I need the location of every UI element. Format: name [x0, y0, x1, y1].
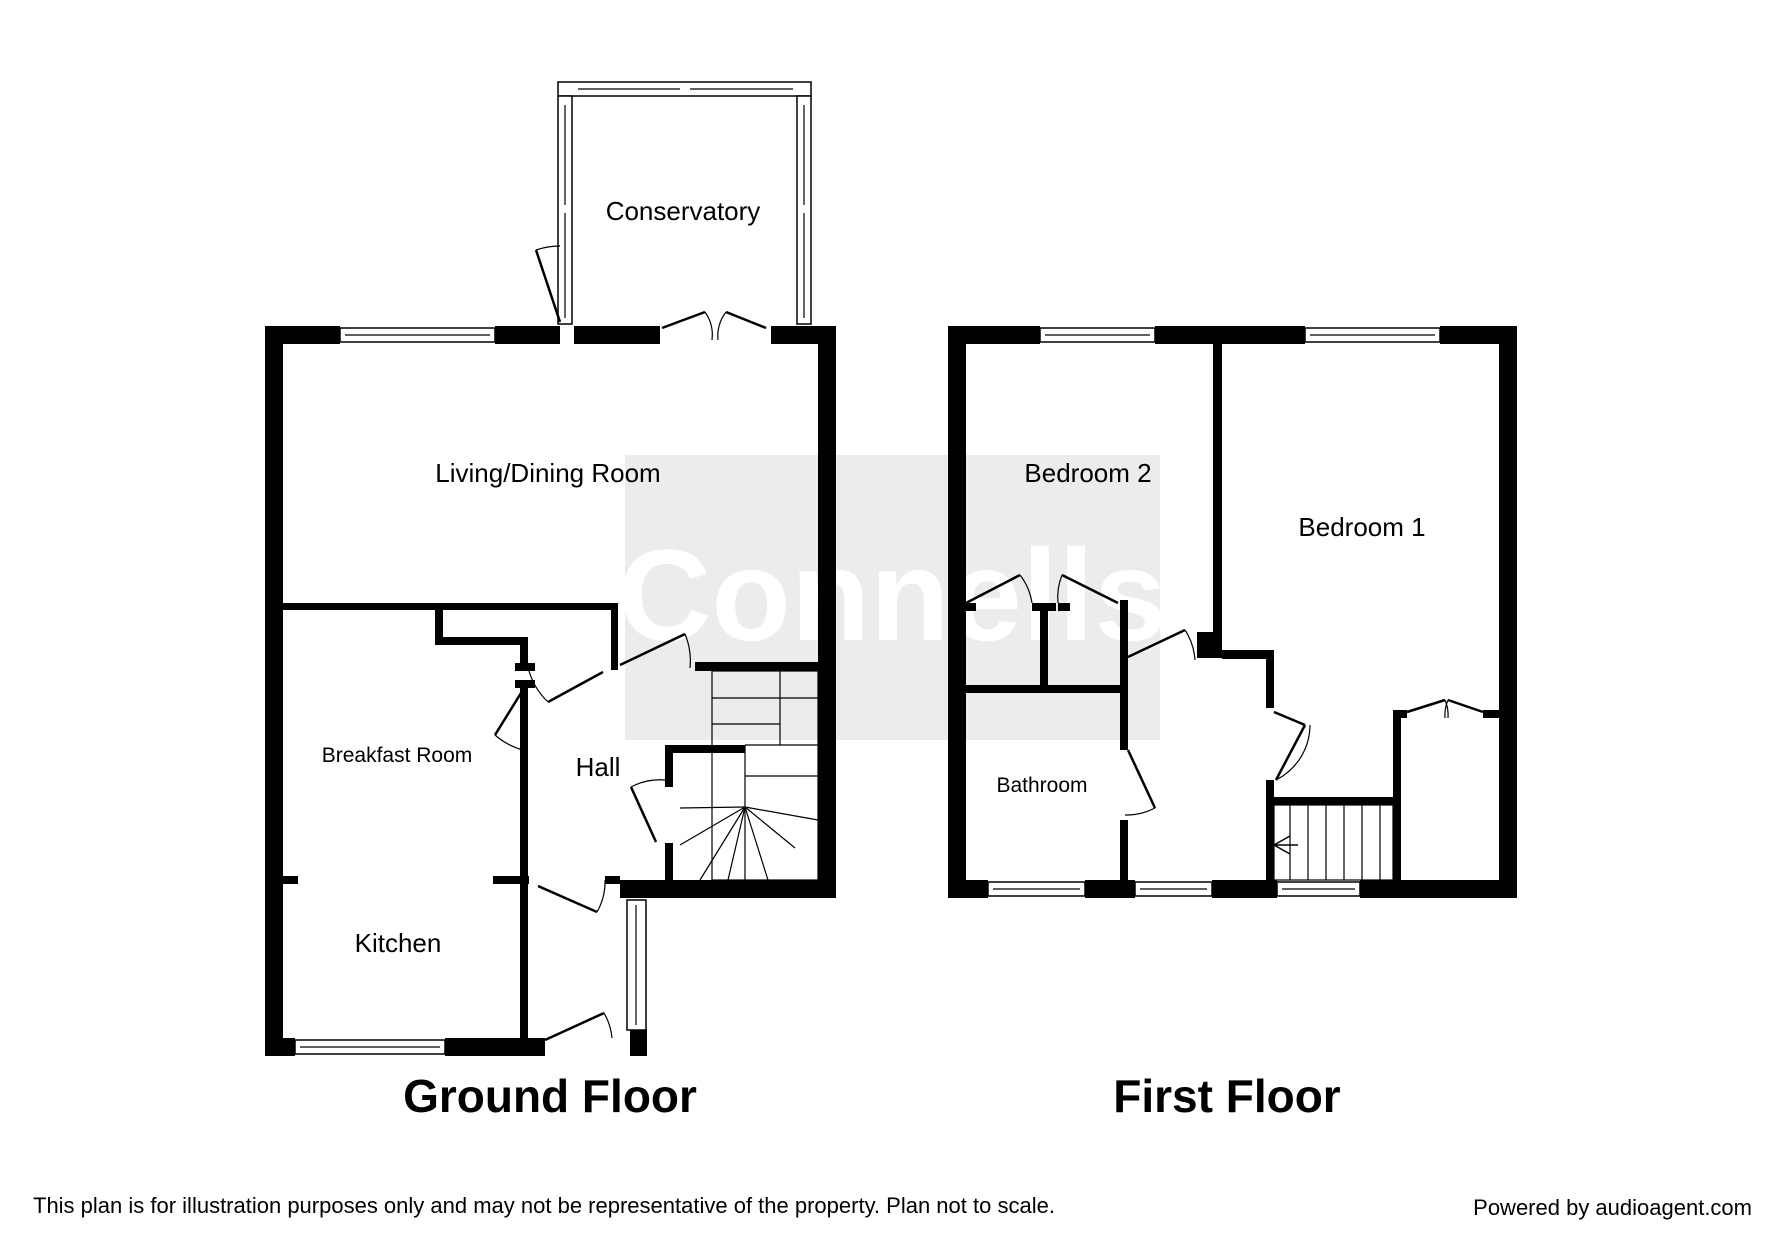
room-label-breakfast: Breakfast Room	[322, 744, 473, 767]
first-floor-doors	[965, 573, 1484, 816]
floor-title-first: First Floor	[1113, 1070, 1341, 1122]
first-floor-walls	[948, 326, 1517, 898]
conservatory-frame	[557, 81, 812, 325]
first-floor-staircase	[1272, 804, 1394, 881]
ground-floor-internal-walls	[283, 603, 818, 1038]
ground-floor-walls	[265, 326, 836, 1056]
footer-credit: Powered by audioagent.com	[1473, 1195, 1752, 1220]
floor-title-ground: Ground Floor	[403, 1070, 697, 1122]
ground-floor: Conservatory Living/Dining Room Breakfas…	[265, 81, 836, 1056]
watermark-text: Connells	[618, 522, 1167, 668]
room-label-living-dining: Living/Dining Room	[435, 458, 660, 488]
first-floor: Bedroom 2 Bedroom 1 Bathroom	[948, 326, 1517, 898]
room-label-bedroom-1: Bedroom 1	[1298, 512, 1425, 542]
first-floor-internal-walls	[966, 344, 1499, 880]
room-label-bedroom-2: Bedroom 2	[1024, 458, 1151, 488]
ground-floor-staircase	[679, 670, 819, 881]
room-label-conservatory: Conservatory	[606, 196, 761, 226]
ground-floor-doors	[493, 245, 767, 1042]
watermark: Connells	[618, 455, 1167, 740]
room-label-bathroom: Bathroom	[996, 774, 1087, 797]
footer-disclaimer: This plan is for illustration purposes o…	[33, 1193, 1055, 1218]
room-label-kitchen: Kitchen	[355, 928, 442, 958]
room-label-hall: Hall	[576, 752, 621, 782]
